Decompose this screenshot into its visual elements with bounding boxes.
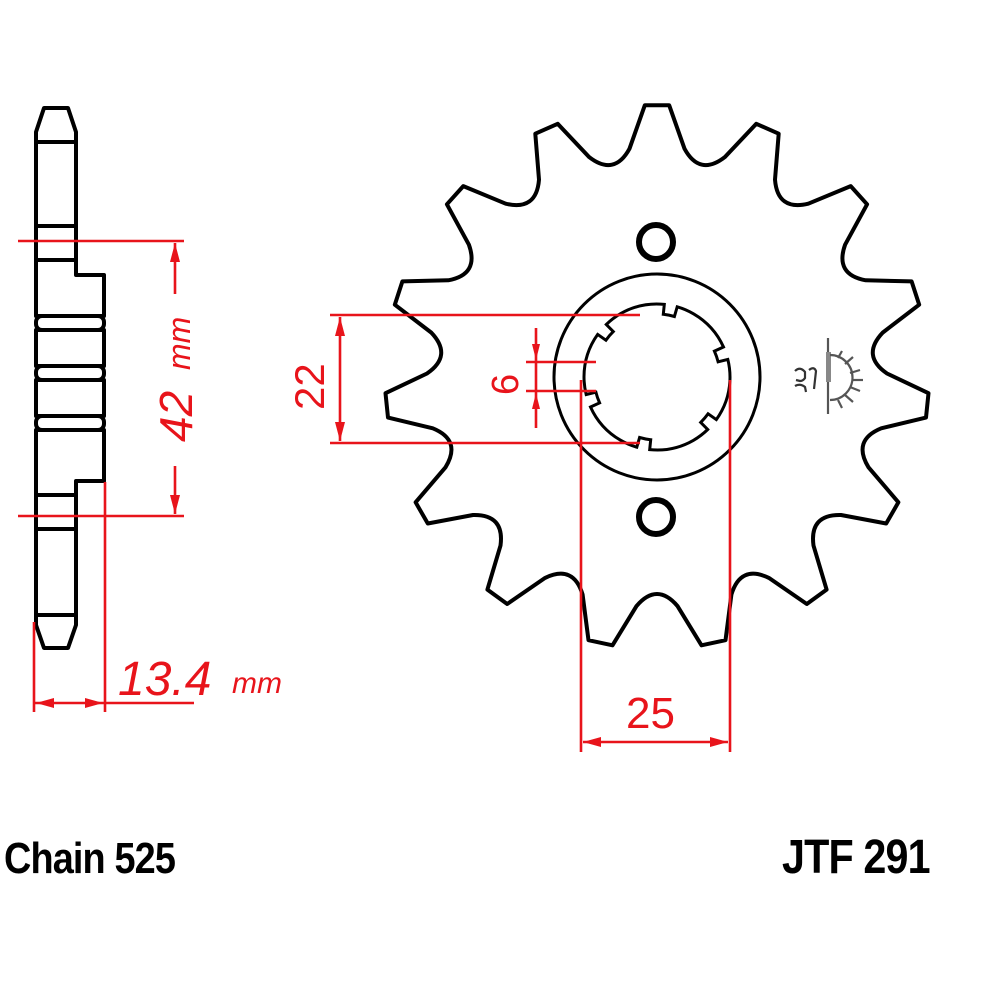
side-view xyxy=(34,106,106,650)
dimension-13-4mm: 13.4 mm xyxy=(32,482,282,712)
side-web-top xyxy=(34,140,78,228)
sun-direction-icon xyxy=(794,338,863,414)
front-view xyxy=(383,103,931,648)
dimension-22-value: 22 xyxy=(286,363,333,410)
dimension-22: 22 xyxy=(286,313,640,445)
side-web-bottom xyxy=(34,527,78,617)
dimension-6-value: 6 xyxy=(485,374,527,395)
dimension-13-4-unit: mm xyxy=(232,667,282,700)
dimension-42-unit: mm xyxy=(161,317,197,370)
dimension-13-4-value: 13.4 xyxy=(118,653,211,706)
dimension-42-value: 42 xyxy=(150,391,202,442)
side-hub-bottom xyxy=(34,428,106,497)
side-tooth-top xyxy=(34,106,78,144)
dimension-6: 6 xyxy=(485,328,596,428)
chain-size-label: Chain 525 xyxy=(4,834,176,883)
sprocket-outline xyxy=(383,103,931,648)
hub-circle xyxy=(552,272,762,482)
bolt-hole-top xyxy=(636,222,676,262)
dimension-25: 25 xyxy=(579,380,732,752)
side-tooth-bottom xyxy=(34,613,78,650)
side-hub-top xyxy=(34,258,106,318)
part-number-label: JTF 291 xyxy=(782,831,931,884)
bolt-hole-bottom xyxy=(636,497,676,537)
dimension-25-value: 25 xyxy=(626,689,675,738)
dimension-42mm: 42 mm xyxy=(18,239,202,518)
spline-bore xyxy=(582,302,732,452)
